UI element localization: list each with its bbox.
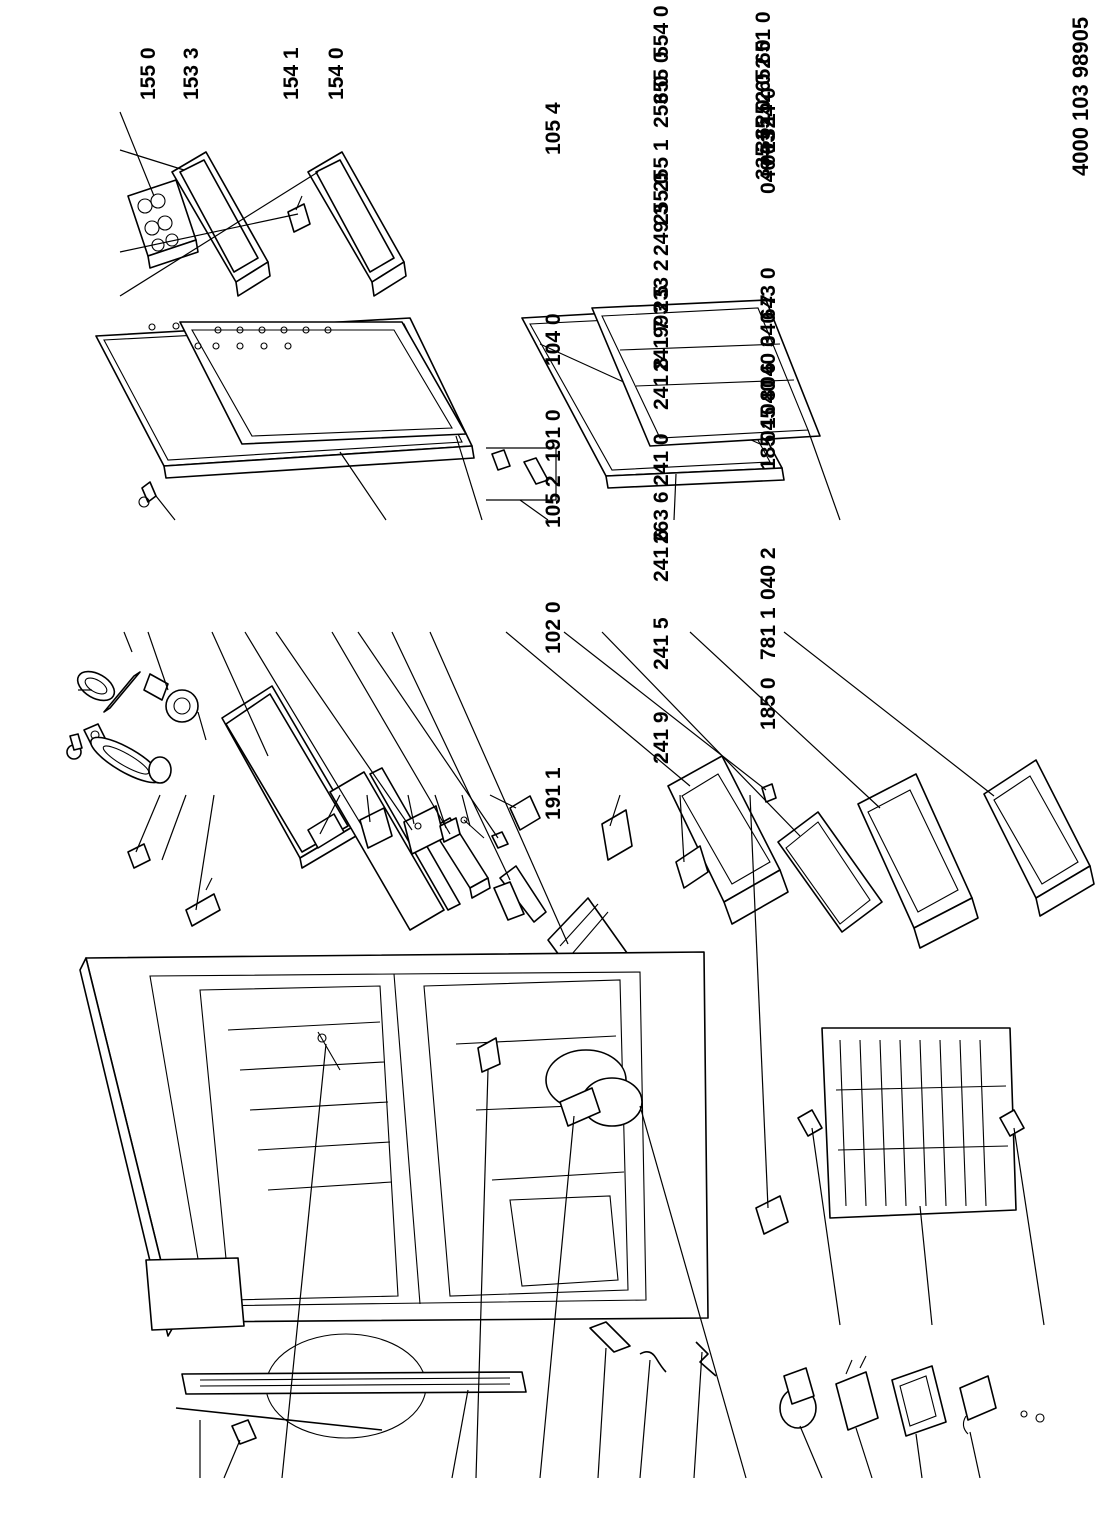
part-label-324-0: 324 0 [757, 87, 780, 140]
part-label-253-0: 253 0 [650, 75, 673, 128]
drawer-front-241-7 [493, 865, 547, 923]
part-label-045-8: 045 8 [757, 389, 780, 442]
condenser [181, 1371, 527, 1395]
hinge-040-1 [185, 877, 221, 927]
bracket-040-8 [477, 1037, 501, 1073]
shelf-support-746-1 [999, 1109, 1025, 1137]
door-bottle-tray-upper [171, 151, 271, 297]
upper-door-gasket [179, 321, 467, 445]
part-label-781-1: 781 1 [757, 607, 780, 660]
part-label-102-0: 102 0 [542, 601, 565, 654]
overload-561-2 [835, 1355, 879, 1431]
filter-drier-764-2 [589, 1321, 631, 1353]
part-label-153-3: 153 3 [180, 47, 203, 100]
vent-781-1 [675, 845, 709, 889]
freezer-drawer-241-5 [857, 773, 979, 949]
part-label-255-1: 255 1 [650, 139, 673, 192]
part-label-040-7: 040 7 [757, 294, 780, 347]
glass-shelf-with-frame [221, 685, 357, 869]
part-label-155-0: 155 0 [137, 47, 160, 100]
part-label-335-0: 335 0 [752, 99, 775, 152]
part-label-655-0: 655 0 [650, 51, 673, 104]
cover-185-1 [509, 795, 541, 831]
hinge-040-2 [601, 809, 633, 861]
part-label-241-8: 241 8 [650, 357, 673, 410]
part-label-249-3: 249 3 [650, 203, 673, 256]
part-label-241-9: 241 9 [650, 711, 673, 764]
hinge-040-7 [359, 807, 393, 849]
part-label-993-5: 993 5 [650, 285, 673, 338]
leader-lines [78, 111, 1045, 1479]
pipe-783-7 [695, 1341, 717, 1377]
part-label-040-2: 040 2 [757, 547, 780, 600]
compressor [545, 1049, 643, 1127]
clip-993-5 [491, 831, 509, 849]
hinge-324-0 [127, 843, 151, 869]
cover-491-0 [891, 1365, 947, 1437]
pipe-783-6 [639, 1350, 667, 1373]
part-label-241-6: 241 6 [650, 529, 673, 582]
part-label-241-0: 241 0 [650, 433, 673, 486]
thermostat-probe-993-2 [317, 1031, 341, 1071]
pin-045-8 [460, 816, 485, 839]
shelf-support-746-2 [797, 1109, 823, 1137]
part-label-643-0: 643 0 [757, 267, 780, 320]
part-label-335-6: 335 6 [752, 127, 775, 180]
lower-door-gasket [591, 299, 821, 447]
part-label-191-0: 191 0 [542, 409, 565, 462]
cover-185-0 [755, 1195, 789, 1235]
door-shelf-clip [287, 195, 311, 233]
part-label-191-1: 191 1 [542, 767, 565, 820]
part-label-105-2: 105 2 [542, 475, 565, 528]
part-label-105-4: 105 4 [542, 102, 565, 155]
document-number: 4000 103 98905 [1068, 17, 1093, 176]
drawer-flap-241-6 [777, 811, 883, 933]
part-label-185-1: 185 1 [757, 417, 780, 470]
part-label-104-0: 104 0 [542, 313, 565, 366]
cabinet [79, 951, 709, 1439]
cabinet-top-cover [145, 1257, 245, 1331]
upper-hinge-pin [138, 481, 157, 508]
capacitor-420-0 [959, 1375, 997, 1435]
part-label-040-6: 040 6 [757, 362, 780, 415]
flap-263-6 [761, 783, 777, 803]
hinge-plate-643-0 [307, 813, 345, 849]
thermostat-light-group [66, 670, 199, 784]
part-label-154-1: 154 1 [280, 47, 303, 100]
part-label-003-1: 003 1 [757, 113, 780, 166]
freezer-drawer-241-9 [983, 759, 1095, 917]
drain-tube-781-2 [175, 1407, 383, 1431]
part-label-241-7: 241 7 [650, 319, 673, 372]
clip-900-0 [231, 1419, 257, 1445]
wire-shelf [821, 1027, 1017, 1219]
screw-set [1020, 1410, 1045, 1423]
part-label-554-0: 554 0 [650, 5, 673, 58]
part-label-652-0: 652 0 [752, 39, 775, 92]
relay-614-0 [779, 1367, 817, 1429]
freezer-drawer-241-0 [667, 755, 789, 925]
part-label-252-0: 252 0 [752, 73, 775, 126]
part-label-040-3: 040 3 [757, 335, 780, 388]
part-label-255-0: 255 0 [650, 172, 673, 225]
part-label-241-5: 241 5 [650, 617, 673, 670]
part-label-040-1: 040 1 [757, 141, 780, 194]
egg-tray [127, 179, 199, 269]
part-label-263-6: 263 6 [650, 491, 673, 544]
door-bottle-tray-lower [307, 151, 407, 297]
part-label-154-0: 154 0 [325, 47, 348, 100]
glass-shelf-plain [329, 771, 445, 931]
part-label-651-0: 651 0 [752, 11, 775, 64]
part-label-233-2: 233 2 [650, 259, 673, 312]
part-label-185-0: 185 0 [757, 677, 780, 730]
